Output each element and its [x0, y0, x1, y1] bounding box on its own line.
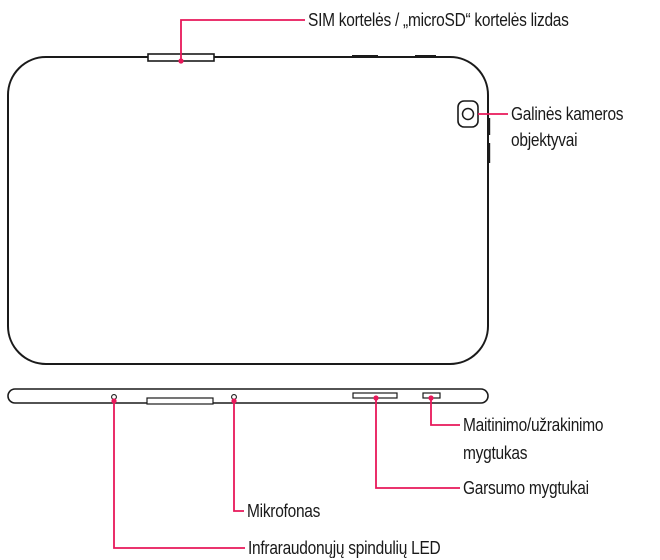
callout-dot	[373, 395, 379, 401]
callout-volume	[375, 399, 460, 489]
tablet-back-outline	[7, 56, 489, 365]
rear-camera-icon	[457, 100, 479, 128]
callout-sim	[180, 19, 305, 61]
callout-dot	[178, 58, 184, 64]
callout-ir-led	[113, 401, 245, 549]
label-power-lock-line2: mygtukas	[463, 443, 528, 463]
label-power-lock-line1: Maitinimo/užrakinimo	[463, 415, 604, 435]
label-sim-slot: SIM kortelės / „microSD“ kortelės lizdas	[308, 10, 569, 30]
callout-dot	[428, 395, 434, 401]
label-rear-camera-line2: objektyvai	[511, 130, 578, 150]
label-rear-camera-line1: Galinės kameros	[511, 104, 624, 124]
edge-port	[146, 397, 214, 405]
label-volume-buttons: Garsumo mygtukai	[463, 478, 589, 498]
tablet-edge-outline	[7, 388, 489, 404]
callout-microphone	[233, 401, 244, 512]
label-ir-led: Infraraudonųjų spindulių LED	[248, 538, 441, 558]
callout-dot	[231, 398, 237, 404]
label-microphone: Mikrofonas	[247, 501, 321, 521]
callout-dot	[111, 398, 117, 404]
callout-power	[430, 399, 460, 426]
